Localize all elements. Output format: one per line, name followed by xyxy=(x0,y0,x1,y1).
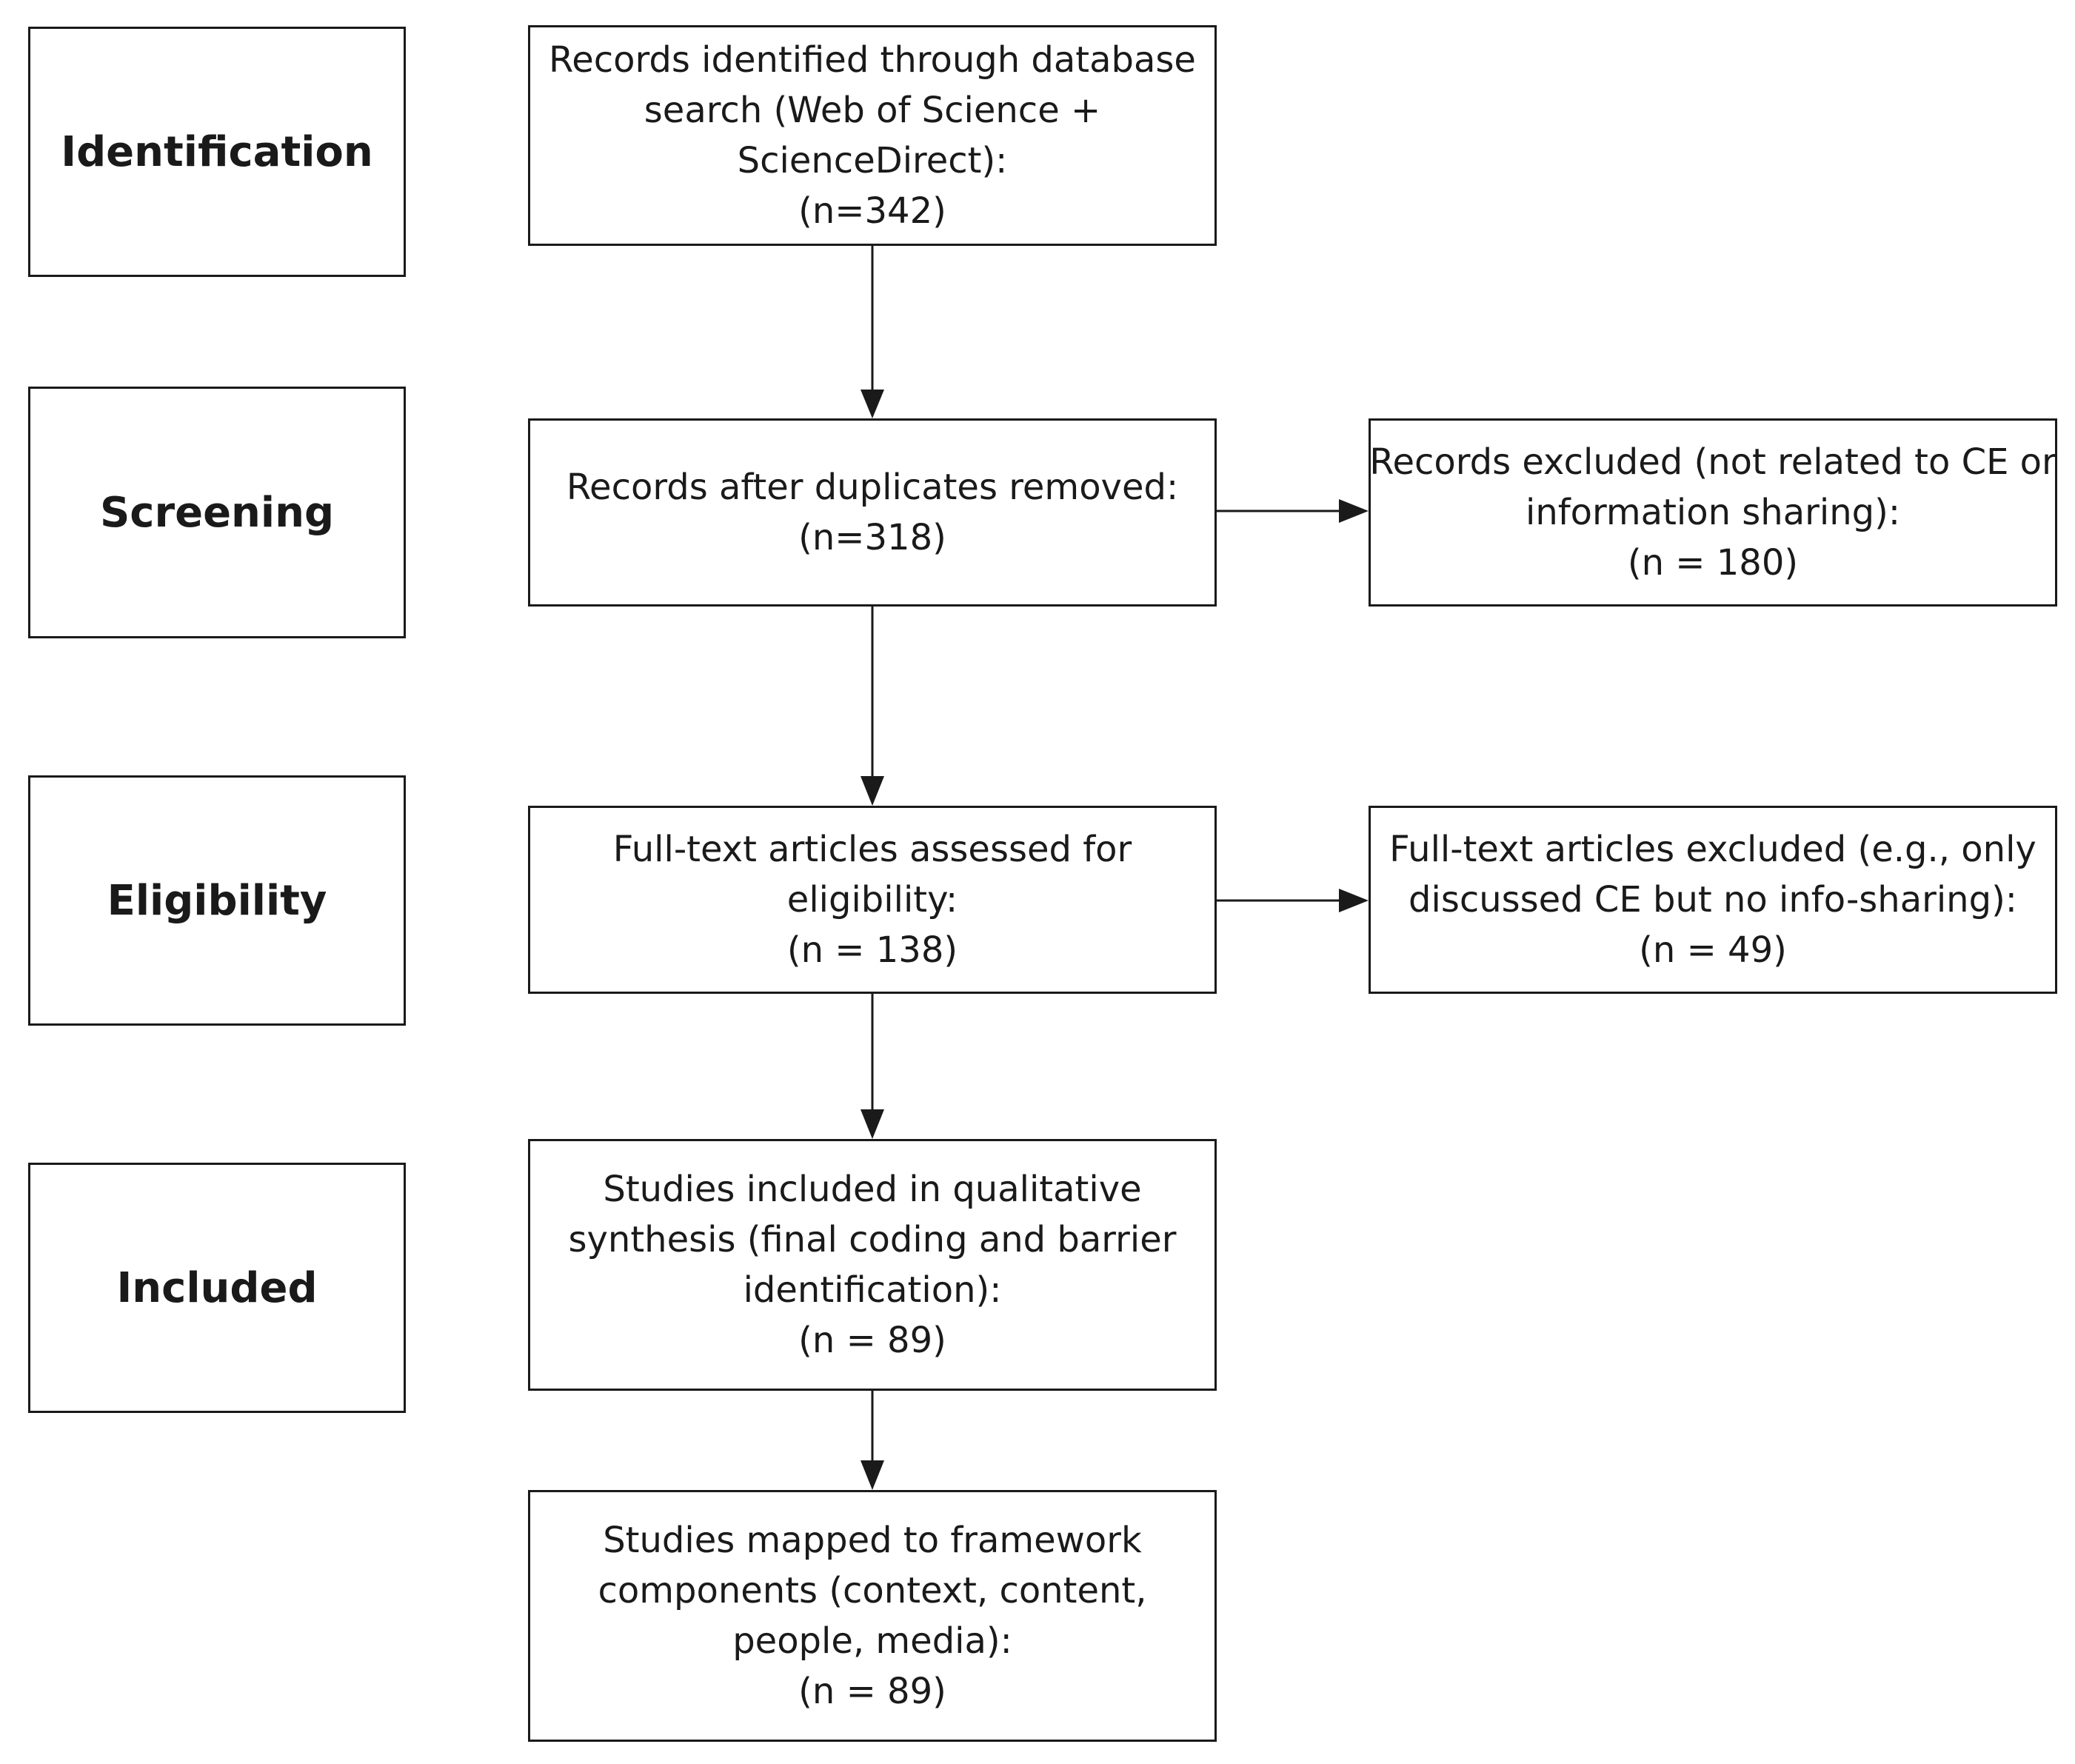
stage-label: Eligibility xyxy=(107,876,327,925)
box-count: (n=342) xyxy=(798,190,946,232)
box-text-line: people, media): xyxy=(732,1620,1012,1662)
box-fulltext-excluded: Full-text articles excluded (e.g., only … xyxy=(1369,806,2057,994)
box-fulltext-assessed: Full-text articles assessed for eligibil… xyxy=(528,806,1217,994)
arrow-assessed-to-excluded xyxy=(1216,889,1369,912)
stage-included: Included xyxy=(28,1163,406,1413)
box-text-line: Studies mapped to framework xyxy=(603,1520,1142,1561)
box-text-line: Full-text articles assessed for xyxy=(612,829,1132,870)
box-studies-included: Studies included in qualitative synthesi… xyxy=(528,1139,1217,1391)
arrow-identified-to-deduplicated xyxy=(861,246,884,418)
box-text-line: Studies included in qualitative xyxy=(603,1169,1142,1210)
box-text-line: search (Web of Science + xyxy=(644,90,1101,131)
arrow-deduplicated-to-excluded xyxy=(1216,499,1369,523)
box-count: (n = 89) xyxy=(798,1671,946,1712)
arrow-deduplicated-to-assessed xyxy=(861,606,884,806)
stage-screening: Screening xyxy=(28,387,406,638)
stage-identification: Identification xyxy=(28,27,406,277)
stage-label: Identification xyxy=(61,127,373,176)
box-text-line: Records excluded (not related to CE or xyxy=(1369,441,2056,483)
box-text-line: synthesis (final coding and barrier xyxy=(568,1219,1177,1260)
box-text-line: Records after duplicates removed: xyxy=(566,467,1179,508)
stage-label: Screening xyxy=(99,488,335,537)
box-text-line: eligibility: xyxy=(786,879,958,921)
arrow-included-to-mapped xyxy=(861,1391,884,1490)
box-count: (n = 138) xyxy=(786,929,958,971)
box-text-line: identification): xyxy=(743,1269,1002,1311)
box-count: (n = 49) xyxy=(1639,929,1787,971)
box-text-line: Full-text articles excluded (e.g., only xyxy=(1389,829,2036,870)
arrow-assessed-to-included xyxy=(861,994,884,1139)
box-text-line: discussed CE but no info-sharing): xyxy=(1409,879,2017,921)
box-records-excluded: Records excluded (not related to CE or i… xyxy=(1369,418,2057,607)
box-count: (n = 89) xyxy=(798,1320,946,1361)
box-text-line: information sharing): xyxy=(1526,492,1900,533)
box-count: (n=318) xyxy=(798,517,946,558)
stage-label: Included xyxy=(116,1263,318,1312)
box-records-deduplicated: Records after duplicates removed: (n=318… xyxy=(528,418,1217,607)
box-text-line: ScienceDirect): xyxy=(737,140,1008,181)
box-text-line: Records identified through database xyxy=(549,39,1196,81)
box-records-identified: Records identified through database sear… xyxy=(528,25,1217,246)
box-text-line: components (context, content, xyxy=(598,1570,1147,1611)
stage-eligibility: Eligibility xyxy=(28,775,406,1026)
box-count: (n = 180) xyxy=(1627,542,1799,584)
box-studies-mapped: Studies mapped to framework components (… xyxy=(528,1490,1217,1742)
